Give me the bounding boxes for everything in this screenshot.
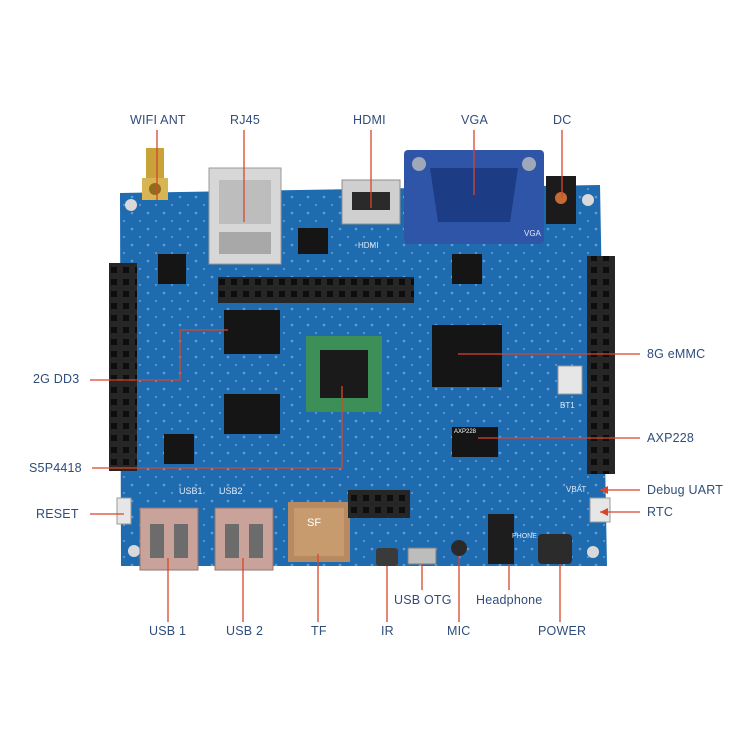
arrow-rtc xyxy=(600,508,608,516)
usb2-port xyxy=(214,507,274,571)
dc-jack xyxy=(546,176,576,224)
label-vga: VGA xyxy=(461,113,488,127)
leader-s5p xyxy=(92,386,343,469)
silk-usb2: USB2 xyxy=(219,486,243,496)
usb-otg-port xyxy=(407,547,437,565)
reset-button xyxy=(116,497,132,525)
label-headphone: Headphone xyxy=(476,593,543,607)
leader-arrowheads xyxy=(600,486,608,516)
vga-bridge-chip xyxy=(452,254,482,284)
rtc-connector xyxy=(589,497,611,523)
emmc-chip xyxy=(432,325,502,387)
silk-vbat: VBAT xyxy=(566,485,586,494)
label-usb1: USB 1 xyxy=(149,624,187,638)
label-reset: RESET xyxy=(36,507,79,521)
power-switch xyxy=(538,534,572,564)
wifi-antenna-connector xyxy=(142,148,168,200)
silk-vga: VGA xyxy=(524,229,542,238)
rj45-jack xyxy=(208,167,282,265)
usb-hub-chip xyxy=(164,434,194,464)
label-mic: MIC xyxy=(447,624,471,638)
bottom-header xyxy=(348,490,410,518)
label-hdmi: HDMI xyxy=(353,113,386,127)
debug-uart-connector xyxy=(557,365,583,395)
lan-chip xyxy=(298,228,328,254)
label-wifi-ant: WIFI ANT xyxy=(130,113,186,127)
label-power: POWER xyxy=(538,624,587,638)
label-rj45: RJ45 xyxy=(230,113,260,127)
silk-sf: SF xyxy=(307,517,321,529)
headphone-jack xyxy=(488,514,514,564)
tf-card-slot xyxy=(288,502,350,562)
silk-phone: PHONE xyxy=(512,533,537,540)
ir-receiver xyxy=(376,548,398,566)
left-pin-header xyxy=(109,263,137,471)
silk-axp: AXP228 xyxy=(454,429,477,435)
label-axp228: AXP228 xyxy=(647,431,695,445)
right-pin-header xyxy=(587,256,615,474)
s5p4418-soc xyxy=(306,336,382,412)
ddr3-chip-lower xyxy=(224,394,280,434)
label-ddr3: 2G DD3 xyxy=(33,372,80,386)
silk-usb1: USB1 xyxy=(179,486,203,496)
arrow-debug xyxy=(600,486,608,494)
mic-element xyxy=(451,540,467,556)
label-debug-uart: Debug UART xyxy=(647,483,724,497)
label-dc: DC xyxy=(553,113,572,127)
axp228-chip xyxy=(452,427,498,457)
usb1-port xyxy=(139,507,199,571)
label-rtc: RTC xyxy=(647,505,674,519)
silk-bt1: BT1 xyxy=(560,401,575,410)
label-usb-otg: USB OTG xyxy=(394,593,452,607)
label-usb2: USB 2 xyxy=(226,624,264,638)
label-emmc: 8G eMMC xyxy=(647,347,706,361)
silk-hdmi: HDMI xyxy=(358,241,378,250)
wifi-module xyxy=(158,254,186,284)
label-tf: TF xyxy=(311,624,327,638)
label-s5p4418: S5P4418 xyxy=(29,461,82,475)
top-pin-header xyxy=(218,277,414,303)
leader-lines xyxy=(90,130,640,622)
ddr3-chip-upper xyxy=(224,310,280,354)
leader-ddr3 xyxy=(90,329,228,381)
label-ir: IR xyxy=(381,624,394,638)
